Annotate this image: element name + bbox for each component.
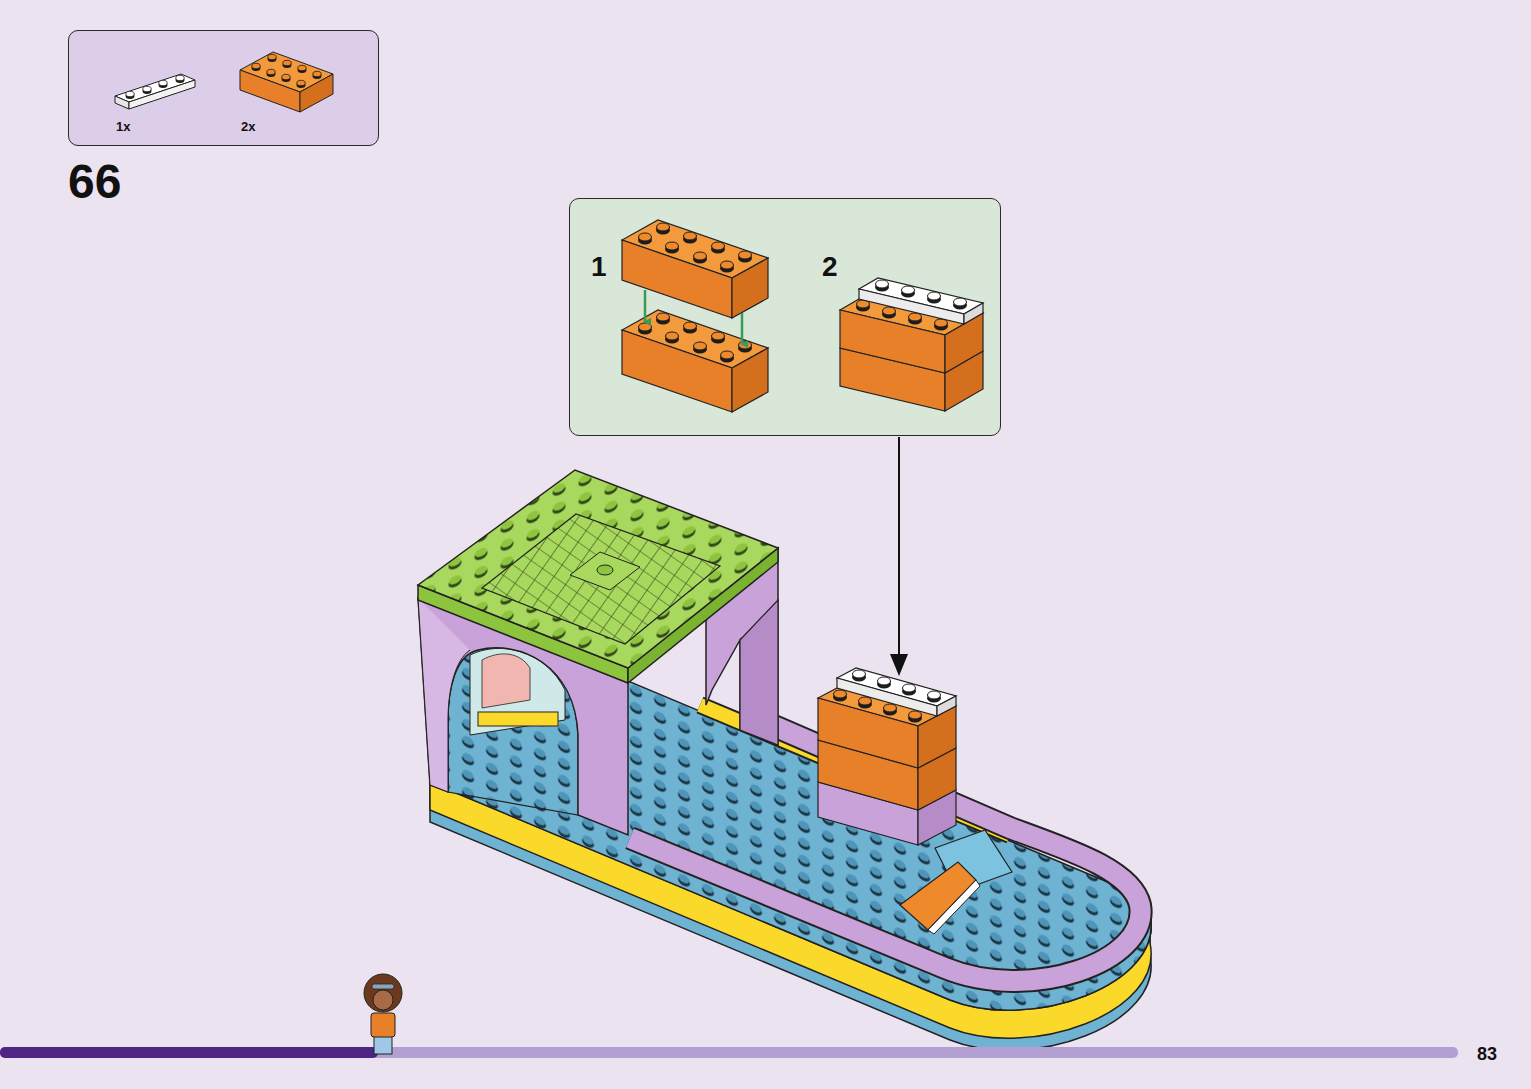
part-quantity: 2x [241,120,255,133]
sub-step-number: 1 [591,253,607,281]
sub-step-number: 2 [822,253,838,281]
parts-callout-box: 1x 2x [68,30,379,146]
page-number: 83 [1477,1045,1497,1063]
part-quantity: 1x [116,120,130,133]
sub-build-box: 12 [569,198,1001,436]
step-number: 66 [68,158,121,206]
